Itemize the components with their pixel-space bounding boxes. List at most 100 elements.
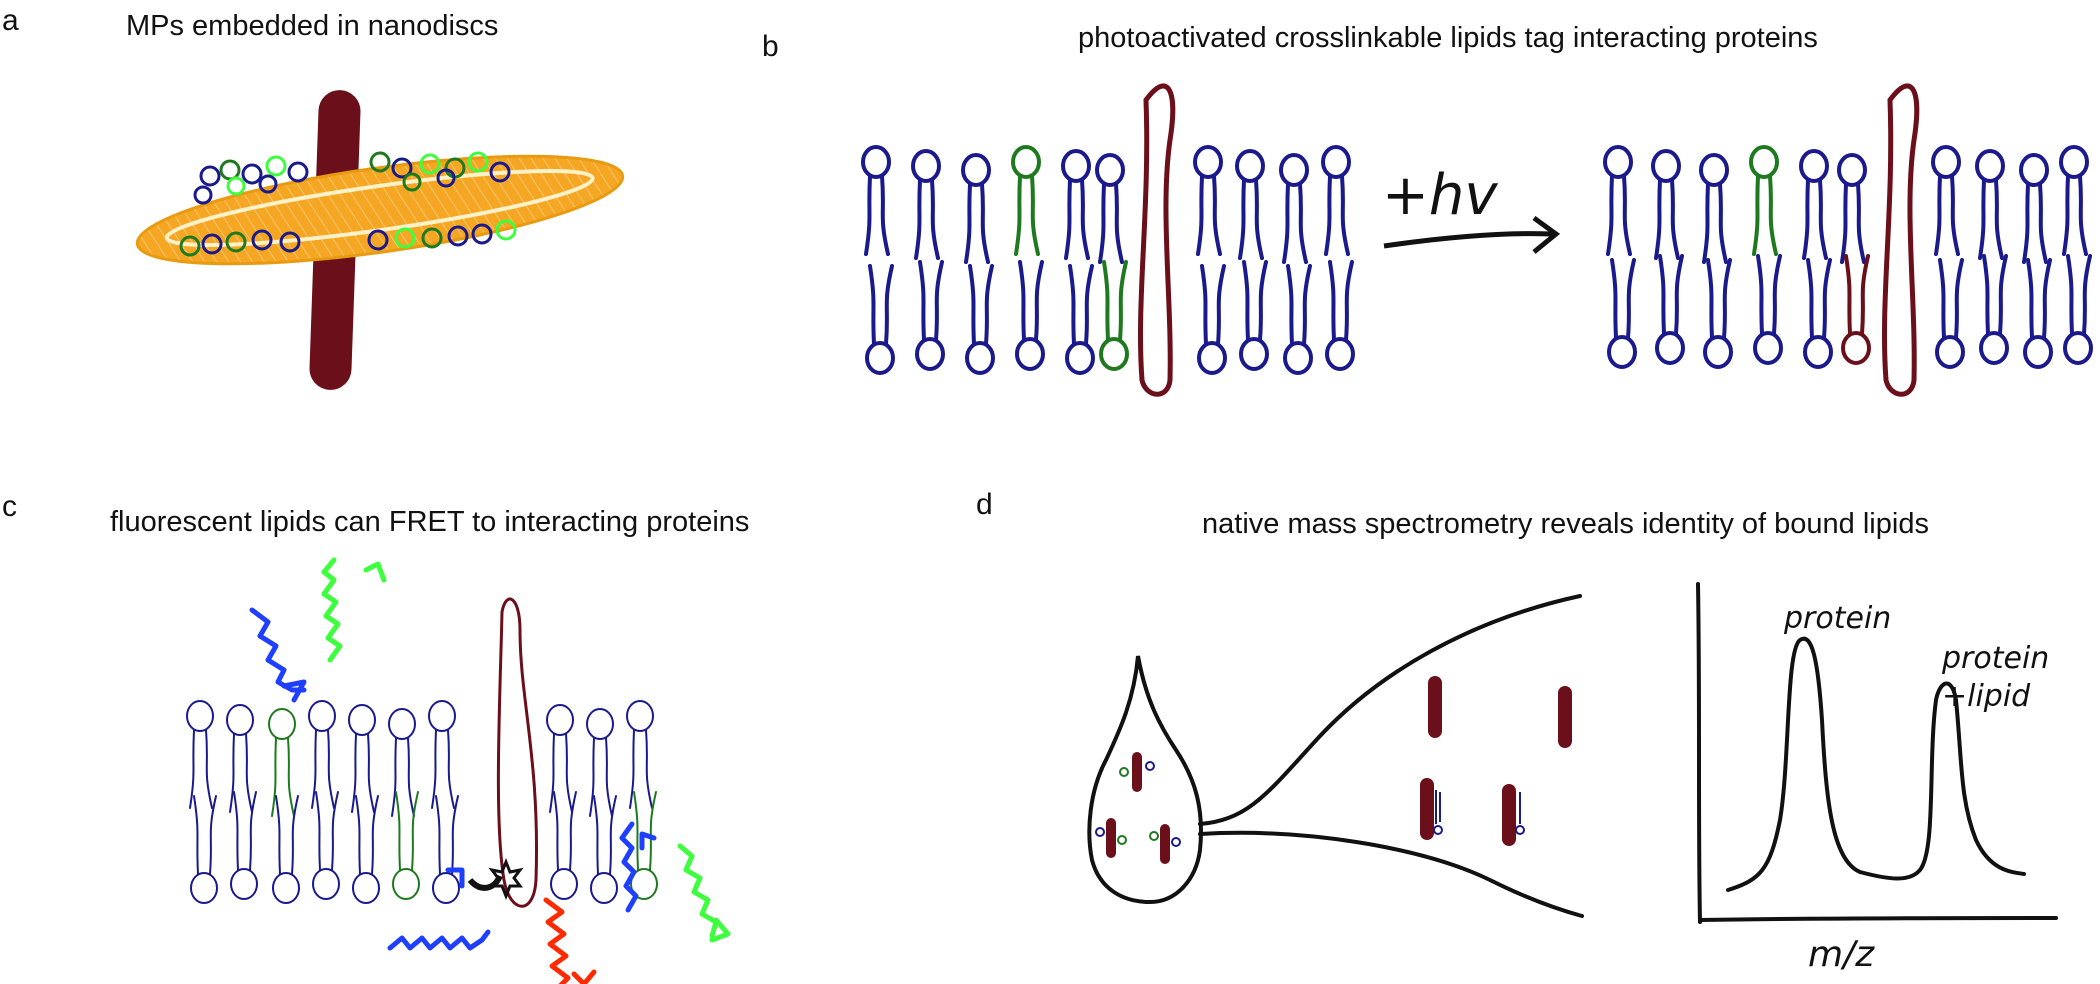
lipid [1235,149,1265,260]
droplet-protein-complexes [1095,752,1181,864]
panel-b-bilayer-before [861,145,1355,375]
lipid [1753,254,1783,365]
lipid [1099,260,1129,371]
lipid [626,700,654,809]
lipid [1931,145,1961,256]
electrospray-droplet [1087,655,1203,905]
lipid [1935,258,1965,369]
nanodisc-lipid-headgroups-top [193,151,511,205]
lipid [308,700,336,809]
panel-a-nanodisc-diagram [135,90,625,390]
lipid [2019,153,2049,264]
lipid [230,791,258,900]
mass-spectrum [1696,582,2058,924]
lipid [226,704,254,813]
lipid [1279,153,1309,264]
nanodisc-belt [135,154,625,266]
lipid [2059,145,2089,256]
lipid [546,704,574,813]
lipid [550,791,578,900]
panel-b-letter: b [762,30,779,63]
lipid [1015,260,1045,371]
gas-phase-ions [1420,676,1572,846]
nanodisc-lipid-headgroups-bottom [179,219,517,257]
spectrum-y-axis [1696,582,1702,924]
emission-arrow-green-2 [677,843,731,943]
excitation-arrow-3 [619,821,657,913]
lipid [1061,149,1091,260]
lipid [432,795,460,904]
spectrum-trace [1726,636,2026,892]
lipid [1651,149,1681,260]
lipid [965,264,995,375]
excitation-arrow-2 [387,867,491,951]
gas-phase-plume-lower [1198,830,1584,918]
lipid [1749,145,1779,256]
emission-arrow-red [543,897,597,984]
spectrum-x-axis [1698,916,2058,922]
excitation-arrow-1 [249,607,307,693]
lipid [392,791,420,900]
panel-d-letter: d [976,488,993,521]
lipid [352,795,380,904]
lipid [911,149,941,260]
lipid [1325,260,1355,371]
panel-d-droplet-and-plume [1087,594,1584,918]
lipid [1095,153,1125,264]
lipid [1703,258,1733,369]
lipid [1603,145,1633,256]
lipid [1975,149,2005,260]
panel-c-bilayer [186,700,658,904]
lipid [590,795,618,904]
panel-c-protein [496,597,538,908]
protein-lipid-peak-label-line2: +lipid [1942,679,2031,714]
excitation-arrow-1-head [281,679,307,703]
lipid [1841,254,1871,365]
lipid [186,700,214,809]
lipid [272,795,300,904]
panel-d-title: native mass spectrometry reveals identit… [1202,508,1929,540]
lipid [268,708,296,817]
lipid [961,153,991,264]
lipid [312,791,340,900]
lipid [915,260,945,371]
panel-a-title: MPs embedded in nanodiscs [126,10,499,42]
lipid [630,791,658,900]
protein-peak-label: protein [1783,601,1891,636]
lipid [1979,254,2009,365]
lipid [586,708,614,817]
panel-b-protein-after [1881,83,1920,397]
lipid [348,704,376,813]
panel-b-bilayer-after [1603,145,2093,369]
lipid [190,795,218,904]
lipid [1197,264,1227,375]
emission-arrow-green-1 [321,557,387,663]
lipid [1321,145,1351,256]
lipid [1065,264,1095,375]
panel-c-light-arrows [249,557,731,984]
fret-transfer-marker [467,857,524,901]
lipid [1799,149,1829,260]
lipid [1699,153,1729,264]
lipid [1803,258,1833,369]
lipid [1655,254,1685,365]
lipid [428,700,456,809]
panel-b-activation-arrow [1383,215,1561,254]
lipid [1283,264,1313,375]
lipid [1011,145,1041,256]
mz-axis-label: m/z [1808,934,1875,975]
panel-c-letter: c [2,490,17,523]
panel-c-title: fluorescent lipids can FRET to interacti… [110,506,750,538]
protein-lipid-peak-label-line1: protein [1941,641,2049,676]
lipid [2023,258,2053,369]
panel-a-letter: a [2,4,19,37]
lipid [1607,258,1637,369]
panel-b-protein-before [1137,83,1176,397]
gas-phase-plume-upper [1198,594,1582,826]
panel-b-title: photoactivated crosslinkable lipids tag … [1078,22,1818,54]
light-energy-label: +hv [1382,163,1498,228]
lipid [1837,153,1867,264]
lipid [2063,254,2093,365]
